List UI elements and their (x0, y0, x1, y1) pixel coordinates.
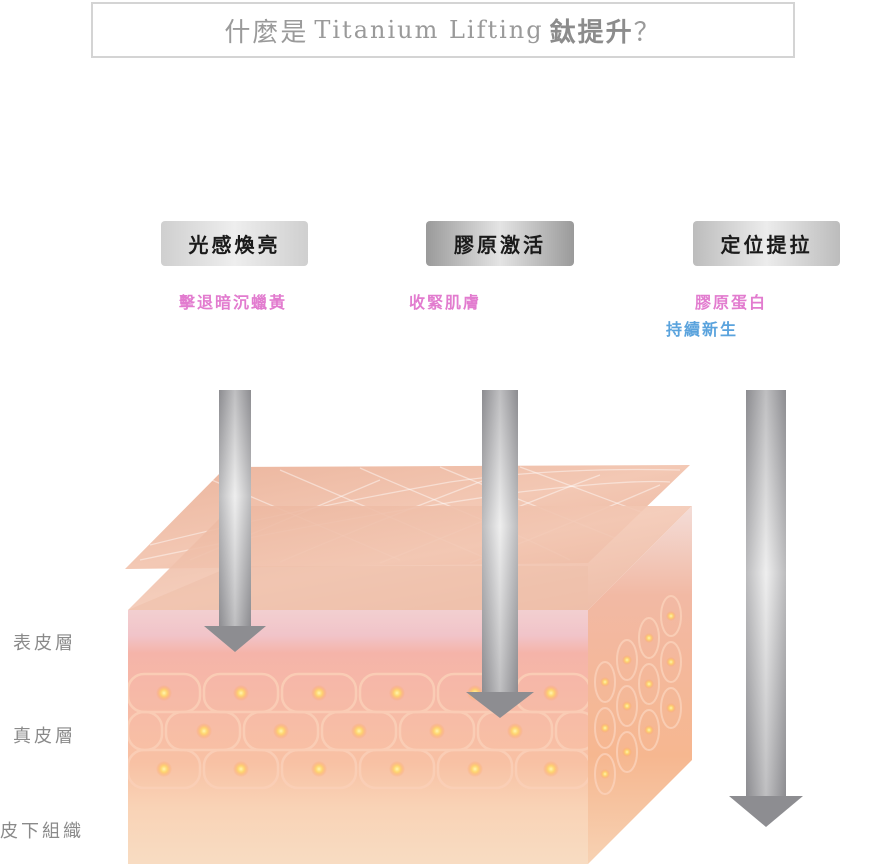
arrow-epidermis (204, 390, 266, 652)
arrow-subcutaneous (729, 390, 803, 827)
benefit-tag-collagen: 膠原激活 (426, 221, 574, 266)
layer-label-subcutaneous: 皮下組織 (0, 821, 84, 842)
benefit-desc-collagen: 收緊肌膚 (409, 293, 482, 312)
layer-label-dermis: 真皮層 (13, 726, 76, 747)
title-strong: 鈦提升 (549, 17, 634, 48)
benefit-tag-lifting: 定位提拉 (693, 221, 840, 266)
benefit-tag-brightening: 光感煥亮 (161, 221, 308, 266)
dermis-cells (128, 672, 588, 790)
title-latin: Titanium Lifting (314, 16, 544, 44)
benefit-desc-brightening: 擊退暗沉蠟黃 (179, 293, 288, 312)
title-prefix: 什麼是 (224, 17, 309, 48)
title-suffix: ？ (633, 17, 662, 48)
page-title: 什麼是 Titanium Lifting 鈦提升 ？ (91, 2, 795, 58)
benefit-desc-lifting-2: 持續新生 (666, 320, 739, 339)
arrow-dermis (466, 390, 534, 718)
benefit-desc-lifting-1: 膠原蛋白 (695, 293, 768, 312)
layer-label-epidermis: 表皮層 (13, 633, 76, 654)
